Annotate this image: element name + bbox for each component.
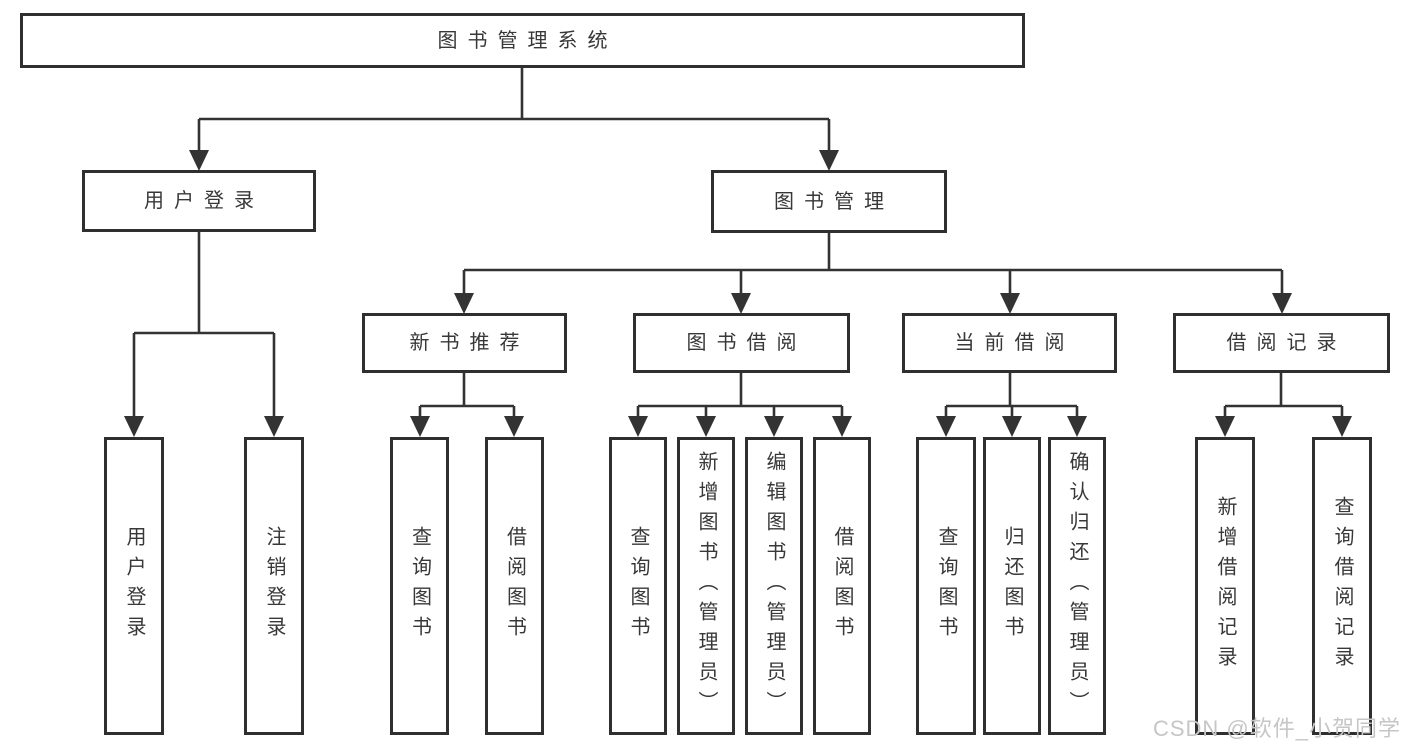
connector-recommend-to-children — [418, 372, 516, 418]
node-leaf-query-books-2: 查询图书 — [609, 437, 667, 735]
node-new-book-recommend: 新书推荐 — [362, 313, 567, 373]
node-leaf-return-book-label: 归还图书 — [1001, 526, 1023, 646]
arrowhead-leaf-confirm-return — [1067, 416, 1087, 437]
node-leaf-query-books-2-label: 查询图书 — [627, 526, 649, 646]
arrowhead-records — [1272, 293, 1292, 314]
connector-user-login-to-children — [132, 232, 276, 418]
arrowhead-leaf-return-book — [1002, 416, 1022, 437]
node-leaf-borrow-books-1-label: 借阅图书 — [503, 526, 526, 646]
node-leaf-query-books-3-label: 查询图书 — [935, 526, 957, 646]
node-book-borrow: 图书借阅 — [633, 313, 850, 373]
node-leaf-add-borrow-record-label: 新增借阅记录 — [1214, 496, 1236, 676]
node-current-borrow-label: 当前借阅 — [954, 332, 1075, 354]
node-leaf-add-book-admin-label: 新增图书（管理员） — [695, 451, 717, 721]
arrowhead-recommend — [454, 293, 474, 314]
node-book-management-label: 图书管理 — [774, 190, 894, 213]
node-leaf-borrow-books-2: 借阅图书 — [813, 437, 871, 735]
arrowhead-user-login — [189, 150, 209, 171]
arrowhead-leaf-logout — [264, 416, 284, 437]
arrowhead-leaf-query-2 — [628, 416, 648, 437]
node-leaf-logout-label: 注销登录 — [263, 526, 285, 646]
arrowhead-current — [1000, 293, 1020, 314]
connector-borrow-to-children — [636, 372, 844, 418]
node-leaf-edit-book-admin-label: 编辑图书（管理员） — [763, 451, 785, 721]
node-leaf-user-login-label: 用户登录 — [123, 526, 145, 646]
node-leaf-confirm-return-admin: 确认归还（管理员） — [1048, 437, 1106, 735]
node-leaf-edit-book-admin: 编辑图书（管理员） — [745, 437, 803, 735]
node-user-login: 用户登录 — [82, 170, 316, 232]
node-leaf-add-book-admin: 新增图书（管理员） — [677, 437, 735, 735]
node-leaf-query-books-1-label: 查询图书 — [408, 526, 431, 646]
connector-current-to-children — [944, 372, 1079, 418]
arrowhead-leaf-borrowbook-2 — [832, 416, 852, 437]
arrowhead-leaf-add-record — [1215, 416, 1235, 437]
node-leaf-borrow-books-1: 借阅图书 — [485, 437, 544, 735]
arrowhead-leaf-edit-book — [764, 416, 784, 437]
node-leaf-borrow-books-2-label: 借阅图书 — [831, 526, 853, 646]
node-leaf-confirm-return-admin-label: 确认归还（管理员） — [1066, 451, 1088, 721]
arrowhead-leaf-add-book — [696, 416, 716, 437]
connector-book-mgmt-to-level3 — [462, 233, 1284, 295]
node-root-label: 图书管理系统 — [437, 29, 618, 52]
node-leaf-return-book: 归还图书 — [983, 437, 1041, 735]
node-current-borrow: 当前借阅 — [902, 313, 1117, 373]
node-leaf-query-books-3: 查询图书 — [916, 437, 976, 735]
connector-records-to-children — [1223, 372, 1344, 418]
node-leaf-query-books-1: 查询图书 — [390, 437, 449, 735]
watermark: CSDN @软件_小贺同学 — [1152, 716, 1401, 741]
node-root: 图书管理系统 — [20, 13, 1025, 68]
node-book-borrow-label: 图书借阅 — [686, 332, 807, 354]
node-user-login-label: 用户登录 — [144, 190, 264, 212]
arrowhead-leaf-query-3 — [936, 416, 956, 437]
node-leaf-user-login: 用户登录 — [104, 437, 164, 735]
node-borrow-records-label: 借阅记录 — [1226, 332, 1347, 354]
arrowhead-leaf-query-1 — [410, 416, 430, 437]
node-leaf-query-borrow-record-label: 查询借阅记录 — [1331, 496, 1353, 676]
arrowhead-leaf-user-login — [124, 416, 144, 437]
arrowhead-book-mgmt — [819, 150, 839, 171]
arrowhead-leaf-borrowbook-1 — [504, 416, 524, 437]
node-book-management: 图书管理 — [711, 170, 947, 233]
arrowhead-leaf-query-record — [1332, 416, 1352, 437]
connector-root-to-level2 — [197, 68, 831, 152]
node-leaf-add-borrow-record: 新增借阅记录 — [1195, 437, 1255, 735]
arrowhead-borrow — [731, 293, 751, 314]
node-leaf-logout: 注销登录 — [244, 437, 304, 735]
node-borrow-records: 借阅记录 — [1173, 313, 1390, 373]
node-new-book-recommend-label: 新书推荐 — [409, 332, 530, 354]
node-leaf-query-borrow-record: 查询借阅记录 — [1312, 437, 1372, 735]
